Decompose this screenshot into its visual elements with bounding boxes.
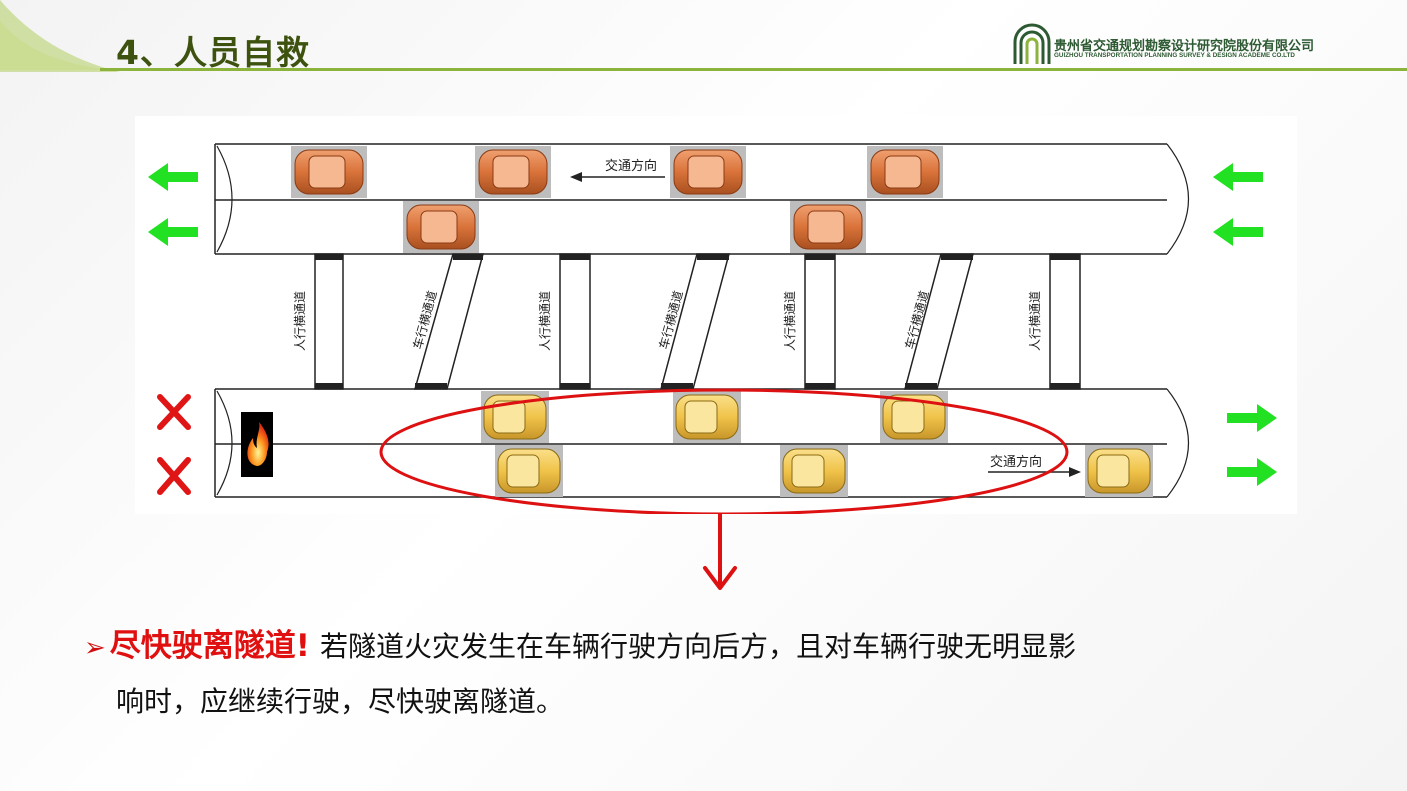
advice-emphasis: 尽快驶离隧道! — [109, 628, 310, 664]
company-logo: 贵州省交通规划勘察设计研究院股份有限公司 GUIZHOU TRANSPORTAT… — [1012, 20, 1342, 68]
fire-icon — [241, 412, 273, 477]
tunnel-diagram: 人行横通道 车行横通道 人行横通道 车行横通道 人行横通道 车行横通道 — [135, 116, 1297, 514]
advice-line-2: 响时，应继续行驶，尽快驶离隧道。 — [116, 685, 565, 718]
passage-label: 人行横通道 — [1028, 291, 1042, 351]
yellow-car — [880, 391, 948, 443]
passage-label: 人行横通道 — [293, 291, 307, 351]
corner-swoosh-dark — [0, 20, 110, 70]
header-decoration — [0, 0, 1407, 72]
pedestrian-passage: 人行横通道 — [1028, 253, 1081, 390]
upper-tube — [214, 143, 1190, 255]
passage-label: 人行横通道 — [783, 291, 797, 351]
lower-tube-cars — [481, 391, 1153, 497]
yellow-car — [673, 391, 741, 443]
pedestrian-passage: 人行横通道 — [538, 253, 591, 390]
traffic-direction-label: 交通方向 — [990, 454, 1042, 470]
passage-label: 人行横通道 — [538, 291, 552, 351]
orange-car — [790, 201, 866, 253]
advice-text: ➢尽快驶离隧道! 若隧道火灾发生在车辆行驶方向后方，且对车辆行驶无明显影 响时，应… — [84, 620, 1284, 720]
arrow-right-icon — [1069, 467, 1081, 477]
upper-traffic-direction: 交通方向 — [570, 158, 665, 182]
pedestrian-passage: 人行横通道 — [783, 253, 836, 390]
header-rule — [100, 68, 1407, 71]
highlight-ellipse — [379, 388, 1069, 514]
advice-line-1: ➢尽快驶离隧道! 若隧道火灾发生在车辆行驶方向后方，且对车辆行驶无明显影 — [84, 620, 1284, 668]
yellow-car — [1085, 445, 1153, 497]
logo-arch-icon — [1013, 23, 1051, 64]
orange-car — [867, 146, 943, 198]
orange-car — [291, 146, 367, 198]
yellow-car — [780, 445, 848, 497]
bullet-arrow-icon: ➢ — [84, 633, 106, 663]
down-arrow-icon — [703, 514, 737, 590]
lower-traffic-direction: 交通方向 — [988, 454, 1081, 477]
traffic-direction-label: 交通方向 — [605, 158, 657, 174]
arrow-left-icon — [570, 172, 582, 182]
upper-tube-cars — [291, 146, 943, 253]
orange-car — [403, 201, 479, 253]
logo-name-en: GUIZHOU TRANSPORTATION PLANNING SURVEY &… — [1054, 52, 1295, 59]
pedestrian-passage: 人行横通道 — [293, 253, 344, 390]
yellow-car — [495, 445, 563, 497]
logo-name-cn: 贵州省交通规划勘察设计研究院股份有限公司 — [1054, 39, 1315, 54]
cross-passages: 人行横通道 车行横通道 人行横通道 车行横通道 人行横通道 车行横通道 — [293, 253, 1081, 390]
orange-car — [670, 146, 746, 198]
advice-body-line-1: 若隧道火灾发生在车辆行驶方向后方，且对车辆行驶无明显影 — [319, 630, 1076, 663]
slide-title: 4、人员自救 — [116, 33, 310, 72]
orange-car — [475, 146, 551, 198]
